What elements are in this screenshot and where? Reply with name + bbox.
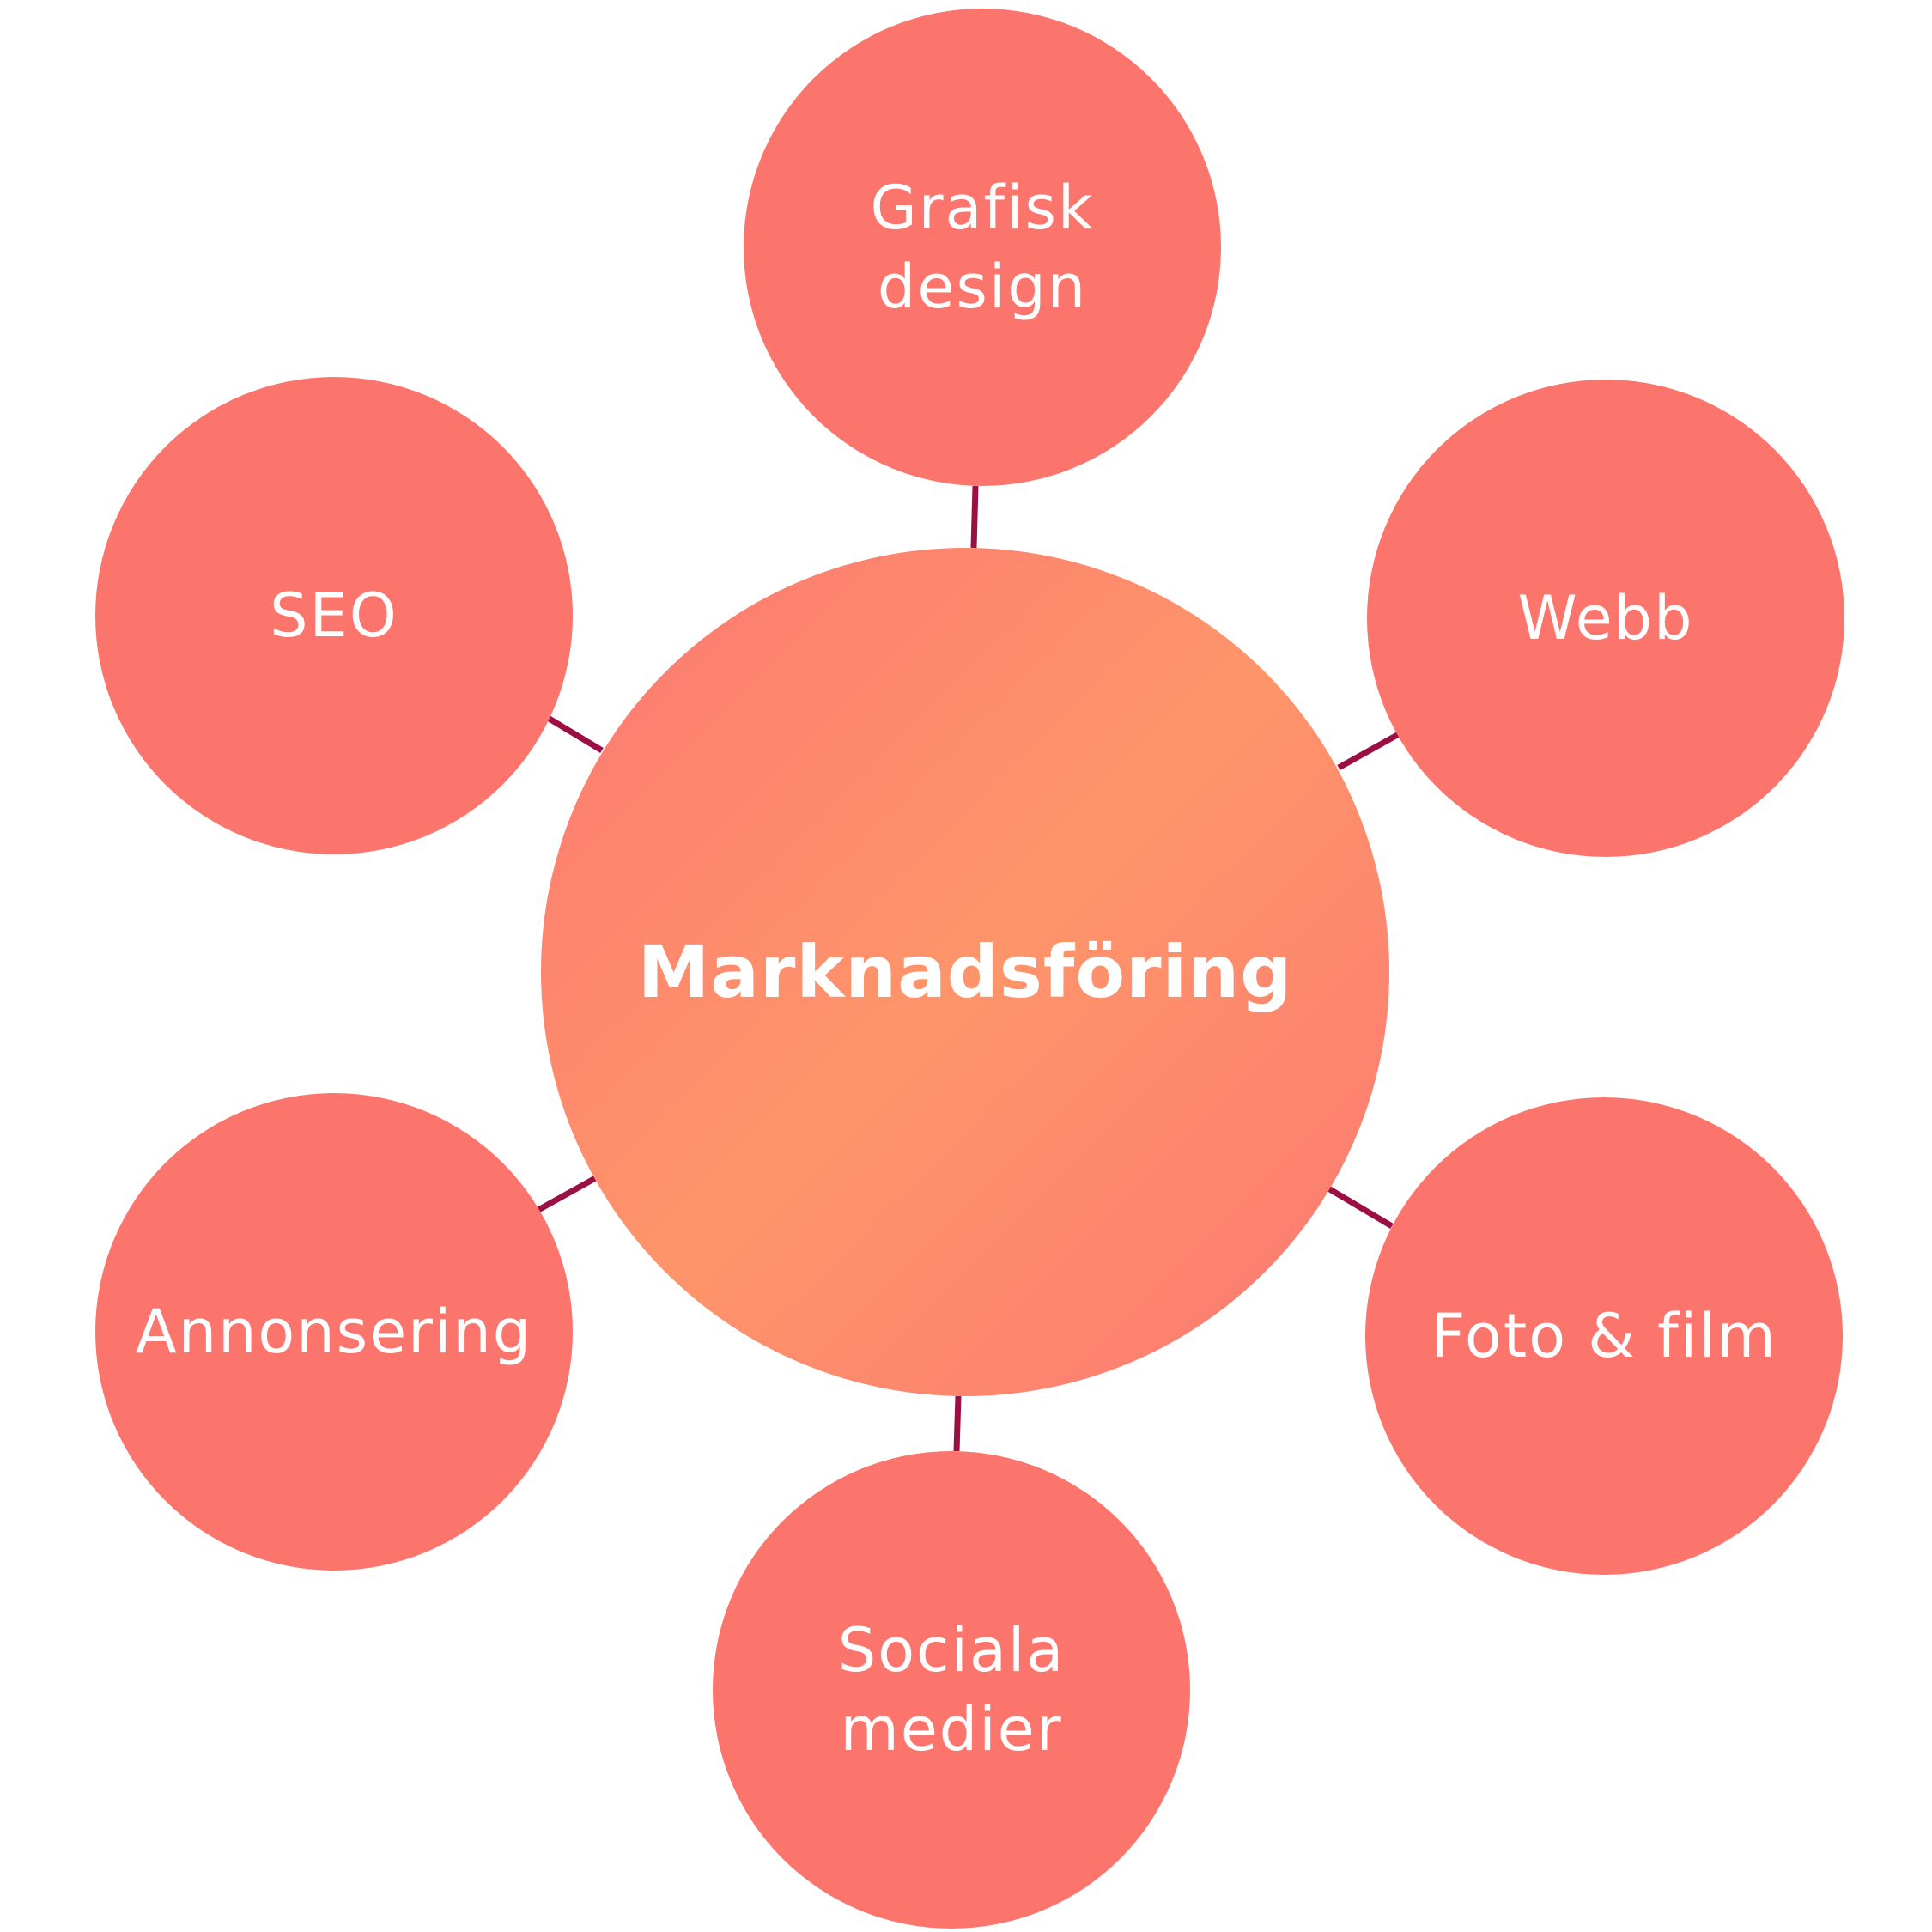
node-label-annonsering: Annonsering bbox=[135, 1297, 533, 1367]
node-label-webb: Webb bbox=[1517, 583, 1694, 653]
node-annonsering: Annonsering bbox=[95, 1093, 573, 1571]
connector-grafisk bbox=[970, 485, 979, 549]
center-node-marknadsforing: Marknadsföring bbox=[541, 548, 1389, 1396]
connector-foto bbox=[1327, 1185, 1394, 1230]
node-label-sociala-medier: Sociala medier bbox=[837, 1615, 1066, 1765]
node-seo: SEO bbox=[95, 377, 573, 854]
node-grafisk-design: Grafisk design bbox=[744, 9, 1221, 486]
node-label-seo: SEO bbox=[270, 580, 398, 651]
node-label-foto-film: Foto & film bbox=[1431, 1301, 1777, 1371]
node-label-grafisk-design: Grafisk design bbox=[870, 173, 1095, 322]
connector-seo bbox=[546, 715, 604, 753]
connector-annonsering bbox=[537, 1173, 600, 1213]
connector-webb bbox=[1337, 731, 1400, 771]
node-webb: Webb bbox=[1367, 380, 1844, 857]
center-label: Marknadsföring bbox=[637, 930, 1293, 1014]
node-foto-film: Foto & film bbox=[1365, 1097, 1843, 1575]
connector-sociala bbox=[953, 1395, 962, 1452]
node-sociala-medier: Sociala medier bbox=[713, 1451, 1190, 1929]
